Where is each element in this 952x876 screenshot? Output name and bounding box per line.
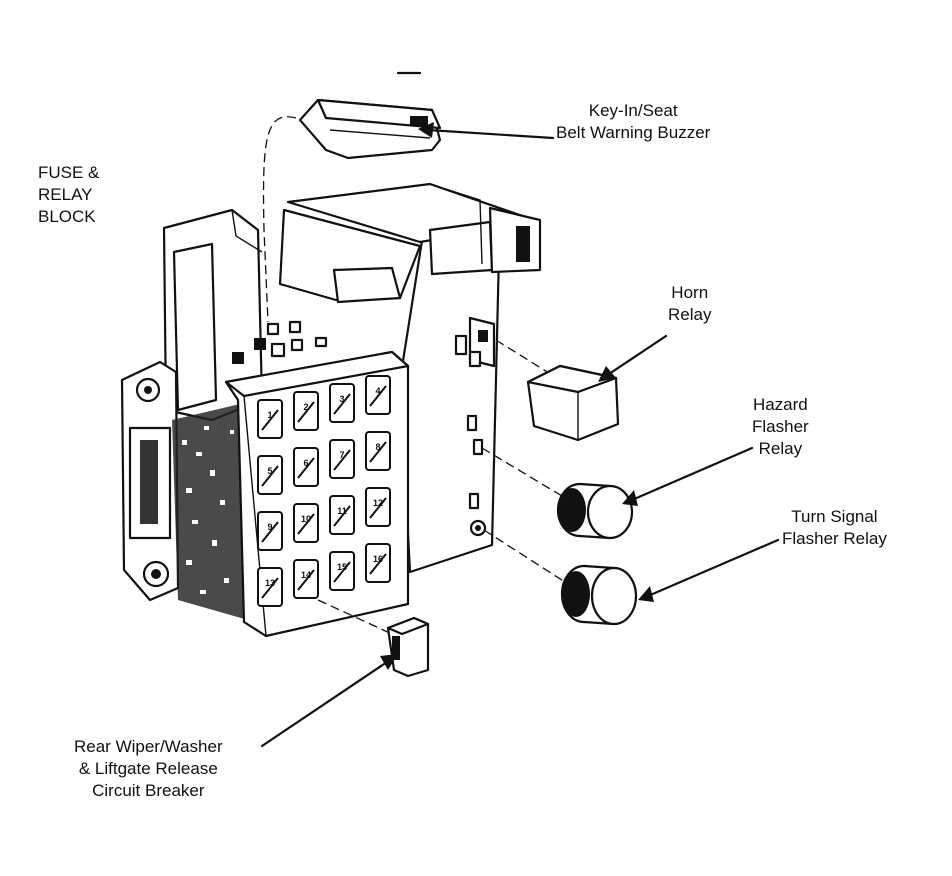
fuse-number: 5 xyxy=(267,466,272,476)
hazard-leader-dash xyxy=(481,447,573,503)
fuse-number: 4 xyxy=(375,386,380,396)
block-texture xyxy=(172,404,248,620)
fuse-number: 15 xyxy=(337,562,347,572)
fuse-number: 1 xyxy=(267,410,272,420)
label-hazard-flasher-line1: Hazard xyxy=(752,395,808,414)
label-rear-wiper-line3: Circuit Breaker xyxy=(92,781,205,800)
fuse-number: 6 xyxy=(303,458,308,468)
circuit-breaker-part xyxy=(386,616,430,678)
label-rear-wiper: Rear Wiper/Washer & Liftgate Release Cir… xyxy=(74,736,223,802)
label-turn-signal: Turn Signal Flasher Relay xyxy=(782,506,887,550)
fuse-slot: 11 xyxy=(329,495,355,535)
hazard-relay-part xyxy=(556,482,634,540)
buzzer-leader-dash xyxy=(262,116,297,323)
label-key-in-buzzer: Key-In/Seat Belt Warning Buzzer xyxy=(556,100,710,144)
label-fuse-relay-block-line3: BLOCK xyxy=(38,207,96,226)
fuse-slot: 6 xyxy=(293,447,319,487)
fuse-slot: 12 xyxy=(365,487,391,527)
fuse-number: 9 xyxy=(267,522,272,532)
fuse-number: 7 xyxy=(339,450,344,460)
fuse-slot: 7 xyxy=(329,439,355,479)
label-key-in-buzzer-line2: Belt Warning Buzzer xyxy=(556,123,711,142)
fuse-slot: 1 xyxy=(257,399,283,439)
fuse-number: 14 xyxy=(301,570,311,580)
fuse-number: 11 xyxy=(337,506,347,516)
fuse-slot: 15 xyxy=(329,551,355,591)
turn-relay-part xyxy=(560,564,638,626)
pointer-arrows xyxy=(260,122,780,748)
label-hazard-flasher: Hazard Flasher Relay xyxy=(752,394,809,460)
label-fuse-relay-block: FUSE & RELAY BLOCK xyxy=(38,162,99,228)
horn-socket xyxy=(454,316,496,368)
bracket-channel xyxy=(278,182,542,304)
fuse-number: 3 xyxy=(339,394,344,404)
label-horn-relay: Horn Relay xyxy=(668,282,711,326)
fuse-slot: 2 xyxy=(293,391,319,431)
fuse-number: 8 xyxy=(375,442,380,452)
fuse-slot: 10 xyxy=(293,503,319,543)
fuse-slot: 14 xyxy=(293,559,319,599)
fuse-slot: 8 xyxy=(365,431,391,471)
label-key-in-buzzer-line1: Key-In/Seat xyxy=(588,101,678,120)
fuse-slot: 13 xyxy=(257,567,283,607)
fuse-number: 2 xyxy=(303,402,308,412)
label-rear-wiper-line1: Rear Wiper/Washer xyxy=(74,737,223,756)
fuse-slot: 16 xyxy=(365,543,391,583)
label-hazard-flasher-line2: Flasher xyxy=(752,417,809,436)
fuse-number: 13 xyxy=(265,578,275,588)
block-top-connectors xyxy=(232,320,328,364)
label-hazard-flasher-line3: Relay xyxy=(758,439,803,458)
label-turn-signal-line2: Flasher Relay xyxy=(782,529,887,548)
turn-leader-dash xyxy=(483,529,569,585)
flasher-sockets xyxy=(466,414,487,537)
fuse-number: 12 xyxy=(373,498,383,508)
label-fuse-relay-block-line2: RELAY xyxy=(38,185,93,204)
buzzer-part xyxy=(298,98,442,160)
horn-relay-part xyxy=(526,364,620,442)
label-fuse-relay-block-line1: FUSE & xyxy=(38,163,100,182)
label-turn-signal-line1: Turn Signal xyxy=(791,507,878,526)
fuse-slot: 3 xyxy=(329,383,355,423)
fuse-number: 10 xyxy=(301,514,311,524)
fuse-slot: 5 xyxy=(257,455,283,495)
label-rear-wiper-line2: & Liftgate Release xyxy=(78,759,218,778)
block-housing xyxy=(120,208,264,602)
fuse-number: 16 xyxy=(373,554,383,564)
fuse-slot: 9 xyxy=(257,511,283,551)
fuse-slot: 4 xyxy=(365,375,391,415)
label-horn-relay-line2: Relay xyxy=(668,305,712,324)
label-horn-relay-line1: Horn xyxy=(671,283,709,302)
